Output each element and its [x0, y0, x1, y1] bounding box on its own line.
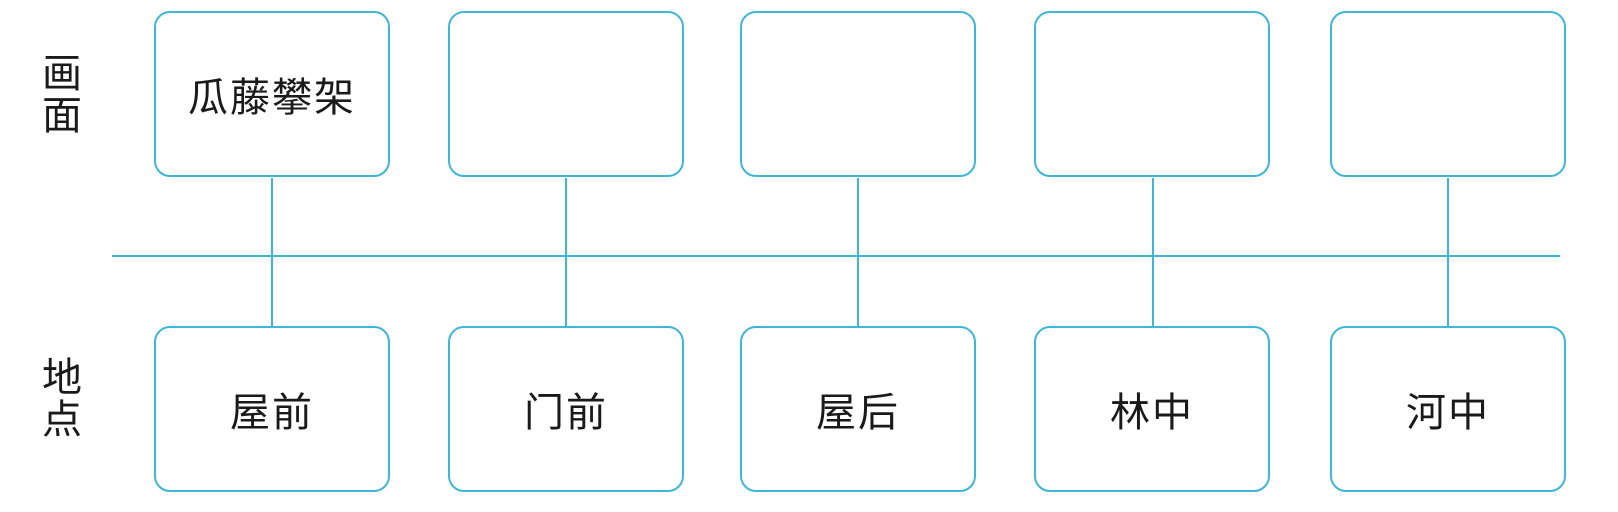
- place-row-label: 地点: [35, 356, 81, 440]
- scene-box-1: 瓜藤攀架: [154, 11, 390, 177]
- connector-up-2: [565, 178, 567, 256]
- connector-up-3: [857, 178, 859, 256]
- connector-up-5: [1447, 178, 1449, 256]
- scene-row-label: 画面: [35, 52, 81, 136]
- connector-up-4: [1152, 178, 1154, 256]
- connector-down-2: [565, 256, 567, 326]
- connector-down-4: [1152, 256, 1154, 326]
- scene-box-2[interactable]: [448, 11, 684, 177]
- place-box-3: 屋后: [740, 326, 976, 492]
- scene-box-3[interactable]: [740, 11, 976, 177]
- place-box-2: 门前: [448, 326, 684, 492]
- place-box-5: 河中: [1330, 326, 1566, 492]
- connector-up-1: [271, 178, 273, 256]
- timeline-line: [112, 255, 1560, 257]
- place-box-1: 屋前: [154, 326, 390, 492]
- connector-down-1: [271, 256, 273, 326]
- place-box-4: 林中: [1034, 326, 1270, 492]
- connector-down-3: [857, 256, 859, 326]
- scene-box-5[interactable]: [1330, 11, 1566, 177]
- scene-box-4[interactable]: [1034, 11, 1270, 177]
- connector-down-5: [1447, 256, 1449, 326]
